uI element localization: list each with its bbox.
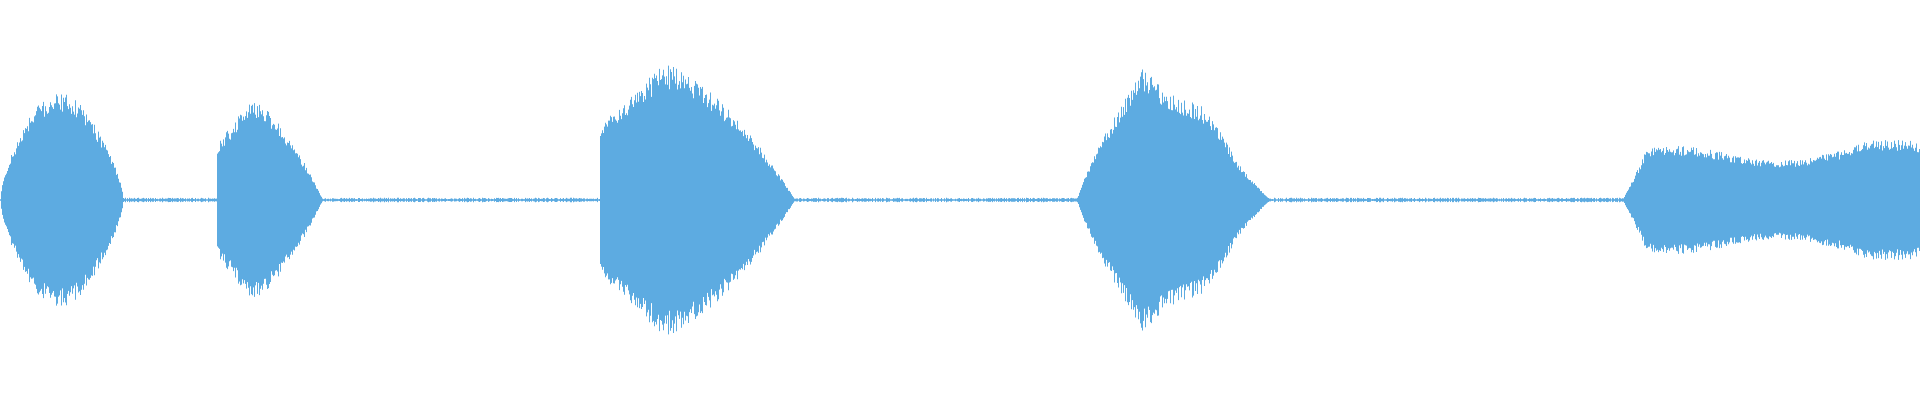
waveform-path xyxy=(0,65,1920,335)
